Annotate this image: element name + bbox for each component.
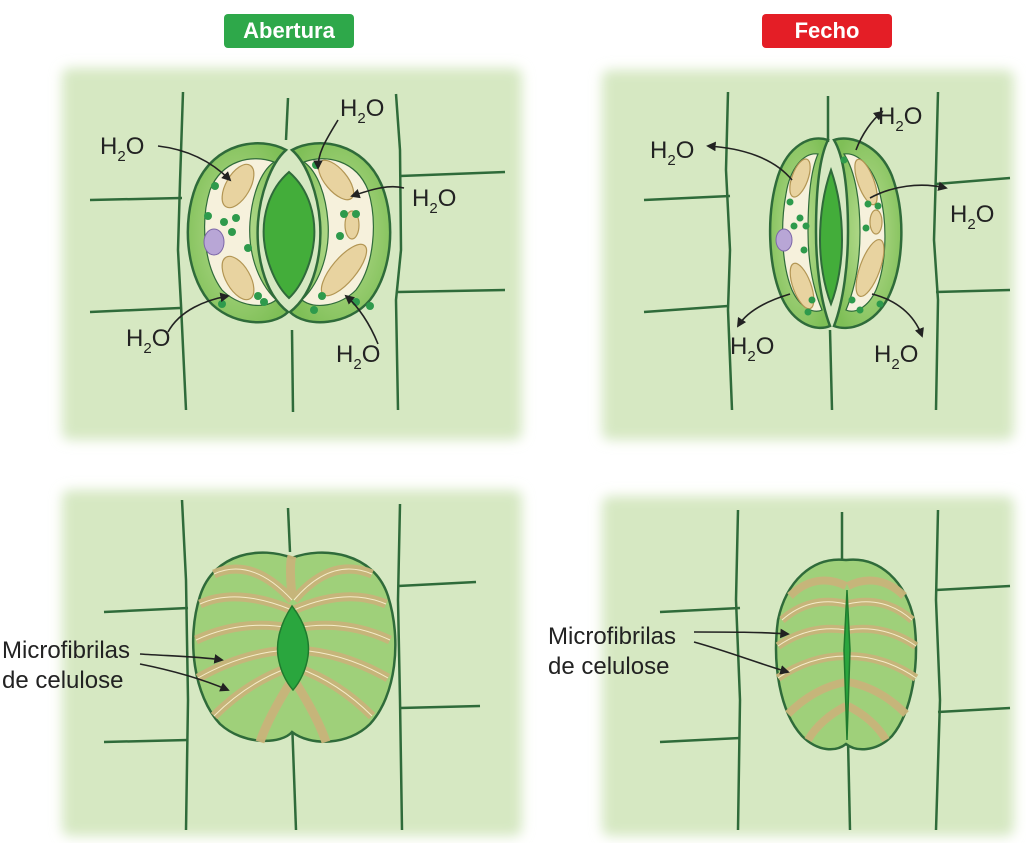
panel-opening-cells: H2O H2O H2O H2O H2O xyxy=(62,68,522,440)
epidermal-cell-walls xyxy=(103,499,481,831)
water-labels-closed: H2O H2O H2O H2O H2O xyxy=(650,103,994,373)
arrow-icon xyxy=(706,110,948,338)
water-label: H2O xyxy=(950,201,994,233)
water-label: H2O xyxy=(650,137,694,169)
water-labels-open: H2O H2O H2O H2O H2O xyxy=(100,95,456,373)
water-label: H2O xyxy=(126,325,170,357)
epidermal-cell-walls xyxy=(659,509,1011,831)
microfibrils-label-closed: Microfibrilas de celulose xyxy=(548,622,676,682)
water-label: H2O xyxy=(878,103,922,135)
microfibrils-line2: de celulose xyxy=(548,653,670,680)
epidermal-cell-walls xyxy=(89,91,506,413)
microfibrils-line2: de celulose xyxy=(2,667,124,694)
water-label: H2O xyxy=(874,341,918,373)
guard-cells-fibrils-closed xyxy=(774,558,919,751)
water-label: H2O xyxy=(336,341,380,373)
microfibrils-line1: Microfibrilas xyxy=(548,623,677,650)
panel-closing-cells: H2O H2O H2O H2O H2O xyxy=(602,70,1014,440)
water-label: H2O xyxy=(100,133,144,165)
guard-cells-fibrils-open xyxy=(191,551,397,744)
arrow-icon xyxy=(157,119,405,345)
water-label: H2O xyxy=(340,95,384,127)
opening-badge: Abertura xyxy=(224,14,354,48)
microfibrils-label-open: Microfibrilas de celulose xyxy=(2,636,130,696)
guard-cells-closed xyxy=(768,137,903,330)
epidermal-cell-walls xyxy=(643,91,1011,411)
arrow-icon xyxy=(139,653,230,692)
water-label: H2O xyxy=(730,333,774,365)
water-label: H2O xyxy=(412,185,456,217)
closing-badge: Fecho xyxy=(762,14,892,48)
panel-opening-fibrils xyxy=(62,490,522,836)
panel-closing-fibrils xyxy=(602,496,1014,836)
arrow-icon xyxy=(693,628,790,675)
microfibrils-line1: Microfibrilas xyxy=(2,637,131,664)
